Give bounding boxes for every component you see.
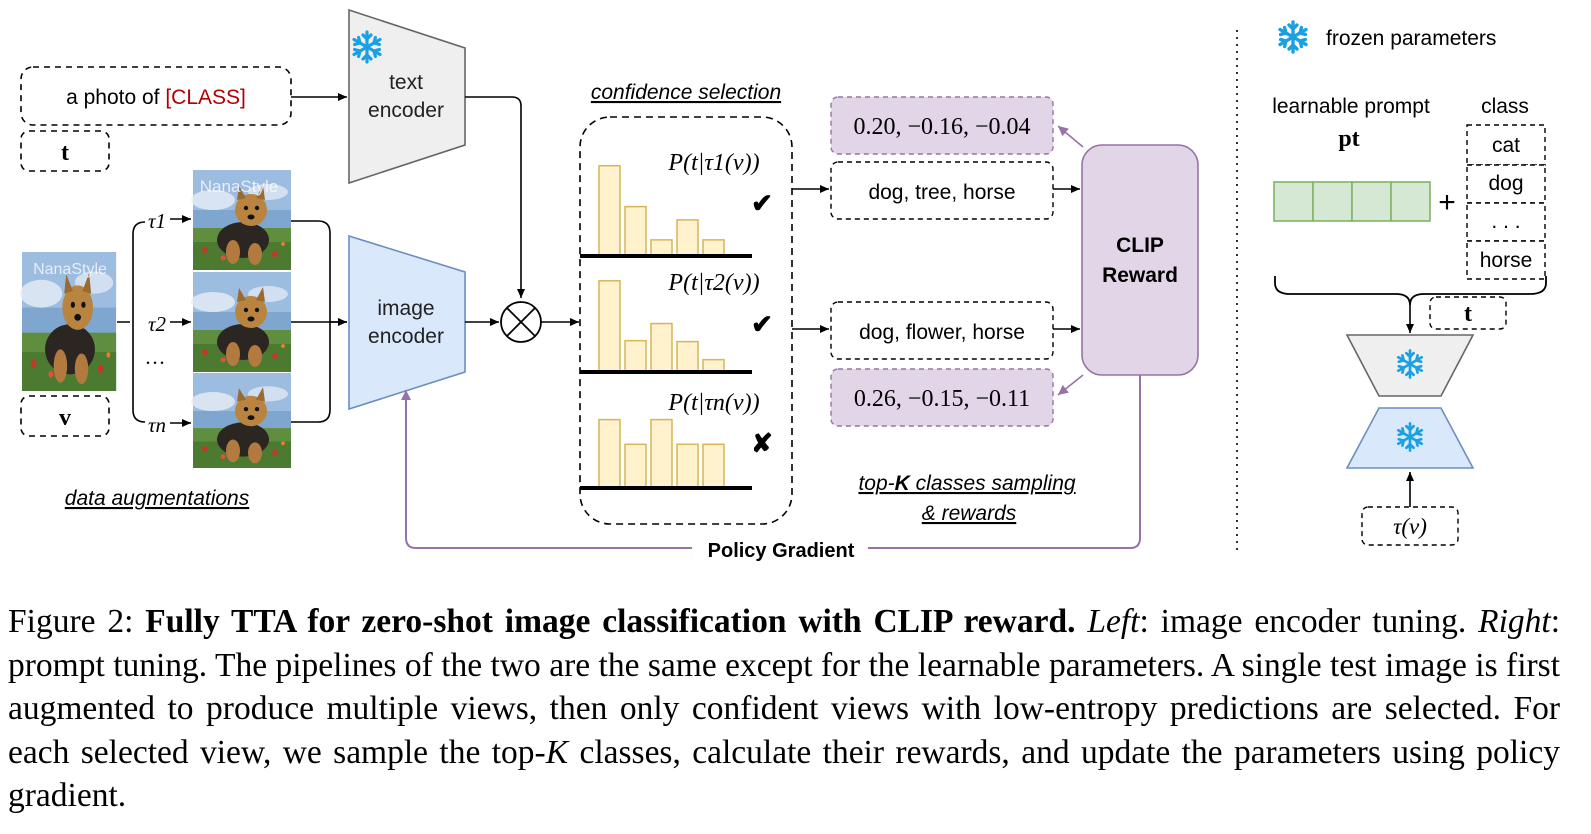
augmented-view-2 xyxy=(191,272,291,372)
histograms xyxy=(580,165,752,490)
class-item: . . . xyxy=(1491,210,1520,233)
histogram-bar xyxy=(598,280,621,373)
augmented-view-n xyxy=(191,373,291,468)
caption-body-2: classes, calculate their rewards, and up… xyxy=(8,733,1560,815)
sampled-classes-1: dog, tree, horse xyxy=(868,181,1015,204)
clip-reward-label-2: Reward xyxy=(1102,264,1178,287)
image-encoder-label-2: encoder xyxy=(368,325,444,348)
policy-gradient-label: Policy Gradient xyxy=(708,540,855,562)
class-item: dog xyxy=(1488,172,1523,195)
reward-out-arrow-1 xyxy=(1057,125,1084,148)
data-augmentations-label: data augmentations xyxy=(65,487,250,510)
histogram-bar xyxy=(650,322,673,373)
reward-box-2 xyxy=(830,368,1054,427)
tau1-label: τ1 xyxy=(148,209,166,233)
augment-brace xyxy=(117,221,146,423)
histogram-bar xyxy=(598,165,621,257)
tau-v-box xyxy=(1361,506,1459,546)
prob-label-1: P(t|τ1(v)) xyxy=(667,150,759,176)
v-box xyxy=(20,395,110,437)
topk-label-2: & rewards xyxy=(922,502,1017,525)
caption-body-1: : prompt tuning. The pipelines of the tw… xyxy=(8,603,1560,771)
learnable-prompt-label: learnable prompt xyxy=(1272,95,1430,118)
check-icon: ✔ xyxy=(751,188,773,218)
caption-k: K xyxy=(545,733,569,771)
image-encoder xyxy=(348,234,466,411)
histogram-bar xyxy=(650,418,673,489)
histogram-bar xyxy=(650,239,673,257)
pt-label: pt xyxy=(1338,126,1359,152)
caption-title: Fully TTA for zero-shot image classifica… xyxy=(145,603,1076,640)
t-label: t xyxy=(61,140,69,166)
clip-reward-box xyxy=(1081,144,1199,376)
sampled-classes-box-1 xyxy=(830,161,1054,220)
histogram-bar xyxy=(624,205,647,257)
text-encoder-label-1: text xyxy=(389,71,423,94)
sampled-classes-box-2 xyxy=(830,301,1054,360)
histogram-bar xyxy=(624,339,647,373)
right-t-label: t xyxy=(1464,301,1472,327)
class-item: horse xyxy=(1480,249,1533,272)
histogram-bar xyxy=(676,443,699,489)
reward-values-1: 0.20, −0.16, −0.04 xyxy=(853,114,1030,140)
text-encoder-label-2: encoder xyxy=(368,99,444,122)
caption-right-label: Right xyxy=(1478,603,1551,640)
right-t-box xyxy=(1429,296,1507,330)
check-icon: ✔ xyxy=(751,309,773,339)
confidence-selection-title: confidence selection xyxy=(591,81,781,104)
snowflake-icon xyxy=(1278,20,1308,54)
prob-label-2: P(t|τ2(v)) xyxy=(667,270,759,296)
figure-diagram: a photo of [CLASS] t text encoder NanaSt… xyxy=(20,8,1547,562)
v-label: v xyxy=(59,405,71,431)
tau-v-label: τ(v) xyxy=(1393,514,1427,539)
prob-label-n: P(t|τn(v)) xyxy=(667,390,759,416)
histogram-bar xyxy=(702,443,725,489)
class-header: class xyxy=(1481,95,1529,118)
t-box xyxy=(20,130,110,172)
sampled-classes-2: dog, flower, horse xyxy=(859,321,1025,344)
image-encoder-label-1: image xyxy=(377,297,434,320)
legend-frozen-label: frozen parameters xyxy=(1326,27,1496,50)
tau2-label: τ2 xyxy=(148,312,167,336)
class-list xyxy=(1466,124,1546,280)
histogram-bar xyxy=(676,340,699,373)
histogram-bar xyxy=(598,418,621,489)
class-item: cat xyxy=(1492,134,1520,157)
histogram-bar xyxy=(624,443,647,489)
prompt-template-box xyxy=(20,66,292,126)
reward-out-arrow-2 xyxy=(1057,374,1084,396)
learnable-prompt-vector xyxy=(1273,181,1431,222)
text-feature-arrow xyxy=(465,96,525,298)
policy-gradient-label-bg xyxy=(692,538,868,560)
reward-box-1 xyxy=(830,96,1054,155)
watermark-text: NanaStyle xyxy=(33,261,107,278)
clip-reward-label-1: CLIP xyxy=(1116,234,1164,257)
multiply-icon xyxy=(500,301,542,343)
reward-values-2: 0.26, −0.15, −0.11 xyxy=(854,386,1030,412)
cross-icon: ✘ xyxy=(751,428,773,458)
histogram-bar xyxy=(676,219,699,257)
prompt-template-text: a photo of [CLASS] xyxy=(66,86,246,109)
caption-left-label: Left xyxy=(1087,603,1140,640)
caption-left-text: : image encoder tuning. xyxy=(1139,603,1479,640)
caption-figure-label: Figure 2: xyxy=(8,603,146,640)
topk-label-1: top-K classes sampling xyxy=(858,472,1075,495)
plus-icon: + xyxy=(1438,186,1456,219)
ellipsis-label: ··· xyxy=(145,351,166,375)
taun-label: τn xyxy=(148,413,166,437)
histogram-bar xyxy=(702,239,725,257)
watermark-text: NanaStyle xyxy=(200,177,278,196)
figure-caption: Figure 2: Fully TTA for zero-shot image … xyxy=(8,600,1560,818)
